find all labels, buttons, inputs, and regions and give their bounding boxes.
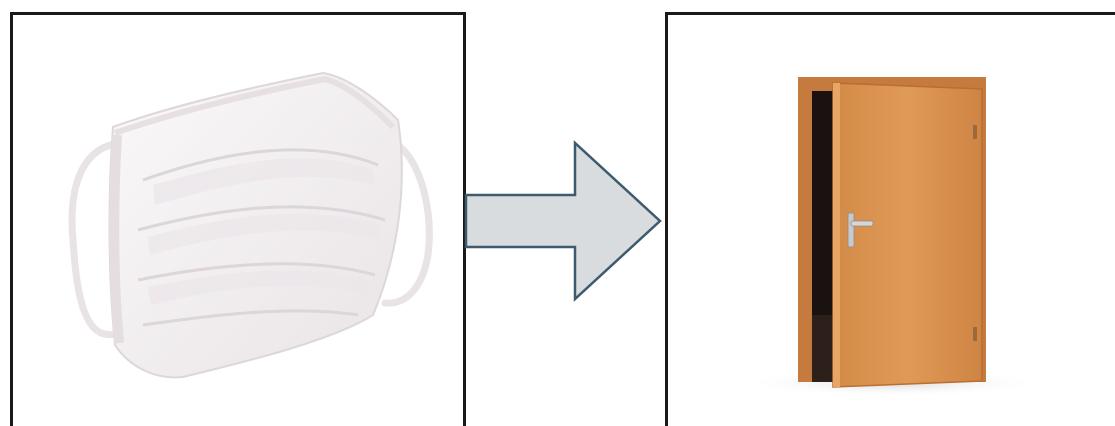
- arrow-right-icon: [463, 140, 665, 302]
- mask-panel: [10, 12, 466, 426]
- door-panel: [665, 12, 1115, 426]
- face-mask-icon: [13, 15, 463, 426]
- open-door-icon: [668, 15, 1115, 426]
